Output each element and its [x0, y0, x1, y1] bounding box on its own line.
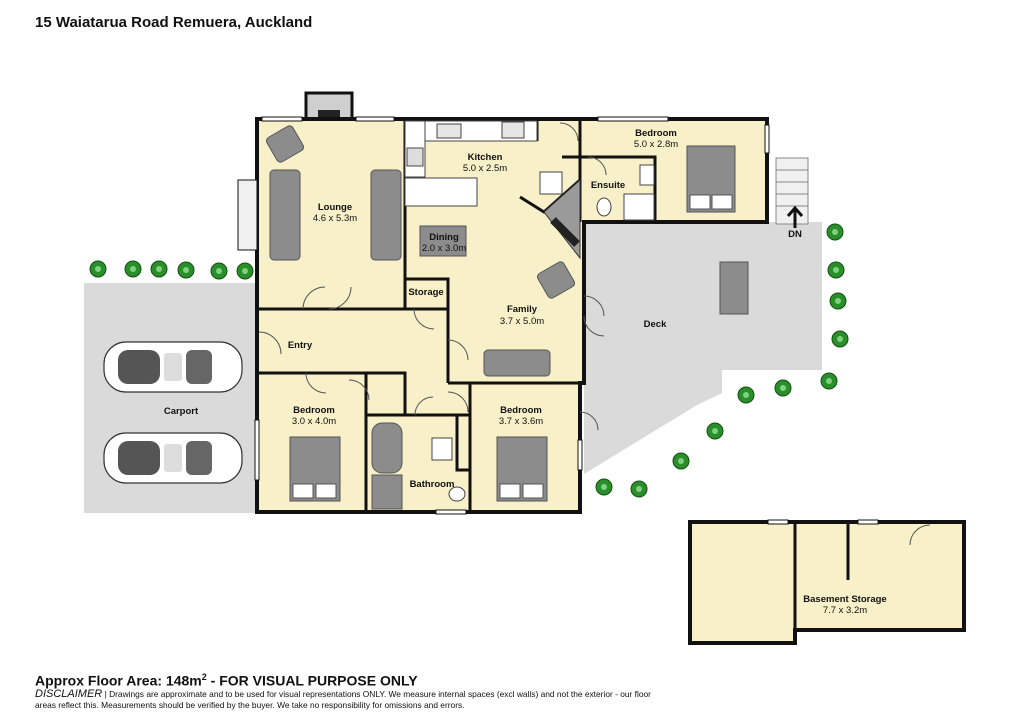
windows [237, 116, 770, 515]
bed-pillows [292, 194, 733, 499]
tree-highlight [780, 385, 786, 391]
carport-label: Carport [164, 406, 199, 417]
tree-highlight [636, 486, 642, 492]
lounge-label: Lounge [318, 202, 352, 213]
disclaimer-text: | Drawings are approximate and to be use… [35, 689, 651, 710]
family-dims: 3.7 x 5.0m [500, 316, 544, 327]
trees [89, 223, 849, 498]
car-icon-top [103, 341, 243, 393]
floor-area: Approx Floor Area: 148m2 - FOR VISUAL PU… [35, 672, 418, 689]
bedroom-top-label: Bedroom [635, 128, 677, 139]
page-title: 15 Waiatarua Road Remuera, Auckland [35, 14, 313, 31]
floor-area-suffix: - FOR VISUAL PURPOSE ONLY [206, 672, 418, 689]
tree-highlight [743, 392, 749, 398]
stairs-dn-label: DN [788, 229, 802, 240]
tree-highlight [837, 336, 843, 342]
bathroom-fittings [431, 164, 655, 502]
tree-highlight [833, 267, 839, 273]
stove-icon [406, 147, 424, 167]
basement-dims: 7.7 x 3.2m [823, 605, 867, 616]
bedroom-top-dims: 5.0 x 2.8m [634, 139, 678, 150]
tv-icon [550, 217, 580, 247]
chimney [304, 91, 354, 121]
door-swings [258, 122, 607, 431]
bedroom-mid-dims: 3.7 x 3.6m [499, 416, 543, 427]
tree-highlight [826, 378, 832, 384]
entry-label: Entry [288, 340, 313, 351]
bedroom-mid-label: Bedroom [500, 405, 542, 416]
microwave-icon [501, 121, 525, 139]
kitchen-dims: 5.0 x 2.5m [463, 163, 507, 174]
tree-highlight [130, 266, 136, 272]
floor-area-sup: 2 [201, 672, 207, 682]
bathroom-label: Bathroom [410, 479, 455, 490]
basement-storage-area [688, 519, 966, 645]
kitchen-island [404, 177, 478, 207]
bedroom-left-label: Bedroom [293, 405, 335, 416]
tree-highlight [183, 267, 189, 273]
sink-icon [436, 123, 462, 139]
tree-highlight [832, 229, 838, 235]
tree-highlight [601, 484, 607, 490]
deck-area [584, 222, 822, 474]
basement-label: Basement Storage [803, 594, 886, 605]
tree-highlight [95, 266, 101, 272]
kitchen-label: Kitchen [468, 152, 503, 163]
kitchen-fittings [404, 120, 563, 207]
deck-label: Deck [644, 319, 667, 330]
tree-highlight [242, 268, 248, 274]
room-labels: Lounge 4.6 x 5.3m Kitchen 5.0 x 2.5m Din… [164, 128, 887, 616]
dining-dims: 2.0 x 3.0m [422, 243, 466, 254]
family-label: Family [507, 304, 538, 315]
tree-highlight [678, 458, 684, 464]
stairs [775, 157, 809, 228]
tree-highlight [156, 266, 162, 272]
tree-highlight [712, 428, 718, 434]
bedroom-left-dims: 3.0 x 4.0m [292, 416, 336, 427]
car-icon-bottom [103, 432, 243, 484]
dining-label: Dining [429, 232, 459, 243]
floor-area-label: Approx Floor Area: 148m [35, 672, 202, 689]
lounge-dims: 4.6 x 5.3m [313, 213, 357, 224]
ensuite-label: Ensuite [591, 180, 625, 191]
disclaimer-heading: DISCLAIMER [35, 688, 103, 700]
tree-highlight [835, 298, 841, 304]
disclaimer: DISCLAIMER | Drawings are approximate an… [35, 689, 655, 711]
tree-highlight [216, 268, 222, 274]
storage-label: Storage [408, 287, 443, 298]
